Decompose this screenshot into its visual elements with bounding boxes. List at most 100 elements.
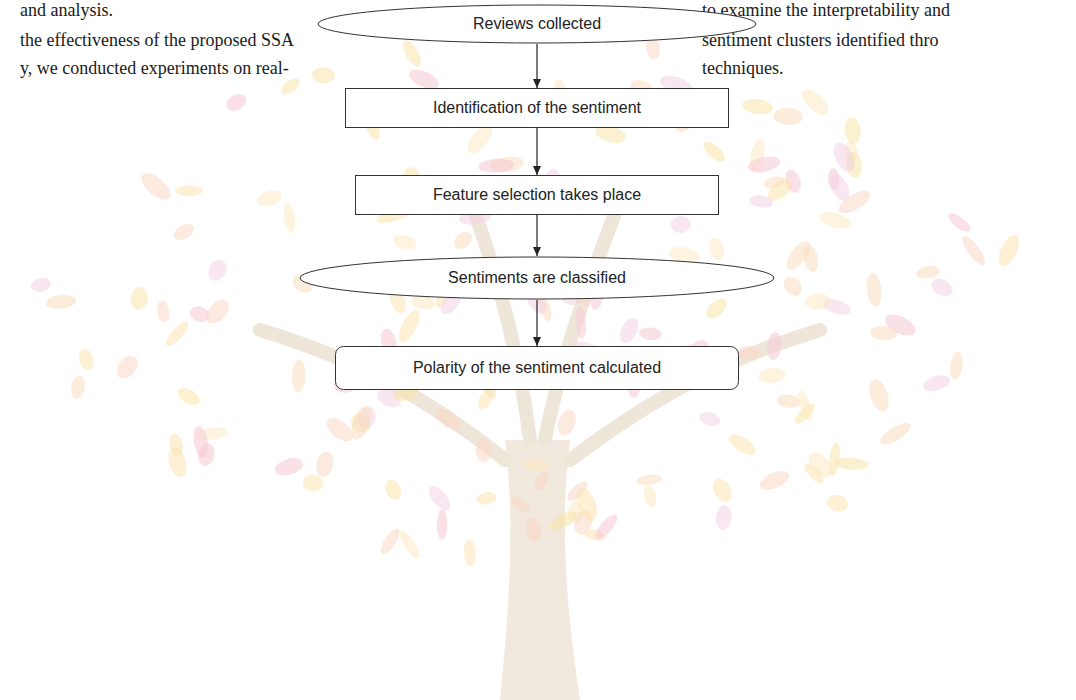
leaf-shape	[205, 257, 231, 285]
leaf-shape	[323, 413, 357, 445]
terminal-ellipse: Reviews collected	[317, 4, 757, 44]
leaf-shape	[155, 300, 171, 324]
leaf-shape	[45, 293, 77, 310]
leaf-shape	[509, 494, 533, 516]
leaf-shape	[475, 387, 496, 412]
leaf-shape	[223, 91, 249, 115]
leaf-shape	[432, 405, 463, 434]
leaf-shape	[825, 493, 849, 514]
leaf-shape	[130, 286, 149, 310]
leaf-shape	[77, 347, 96, 372]
leaf-shape	[554, 407, 579, 438]
leaf-shape	[273, 455, 306, 479]
node-text: Reviews collected	[473, 15, 601, 33]
flow-arrow	[536, 128, 537, 175]
leaf-shape	[671, 216, 691, 233]
leaf-shape	[817, 209, 853, 231]
leaf-shape	[738, 346, 761, 361]
leaf-shape	[255, 188, 284, 209]
leaf-shape	[636, 473, 662, 486]
leaf-shape	[282, 202, 297, 233]
leaf-shape	[532, 469, 551, 493]
leaf-shape	[843, 117, 862, 145]
leaf-shape	[175, 185, 203, 196]
node-text: Sentiments are classified	[448, 269, 626, 287]
tree-trunk	[500, 440, 580, 700]
leaf-shape	[801, 461, 826, 487]
leaf-shape	[870, 325, 898, 341]
leaf-shape	[399, 37, 425, 69]
leaf-shape	[574, 306, 587, 339]
leaf-shape	[573, 485, 602, 523]
leaf-shape	[396, 528, 422, 561]
leaf-shape	[395, 307, 424, 345]
leaf-shape	[700, 138, 728, 165]
leaf-shape	[709, 476, 735, 506]
body-text-fragment: the effectiveness of the proposed SSA	[20, 30, 294, 51]
leaf-shape	[922, 372, 952, 394]
leaf-shape	[865, 272, 883, 307]
leaf-shape	[703, 295, 731, 322]
leaf-shape	[929, 275, 956, 300]
leaf-shape	[948, 351, 964, 380]
body-text-fragment: y, we conducted experiments on real-	[20, 58, 289, 79]
leaf-shape	[112, 352, 142, 383]
terminal-ellipse: Sentiments are classified	[299, 256, 775, 300]
leaf-shape	[171, 221, 197, 244]
leaf-shape	[773, 107, 803, 126]
leaf-shape	[638, 327, 662, 341]
leaf-shape	[826, 171, 853, 203]
body-text-fragment: techniques.	[702, 58, 783, 79]
leaf-shape	[523, 517, 543, 544]
leaf-shape	[866, 377, 893, 414]
leaf-shape	[163, 319, 192, 349]
leaf-shape	[478, 158, 515, 174]
leaf-shape	[915, 264, 941, 280]
leaf-shape	[829, 139, 859, 175]
leaf-shape	[311, 67, 335, 85]
leaf-shape	[202, 296, 234, 328]
leaf-shape	[451, 228, 476, 252]
leaf-shape	[766, 331, 783, 360]
leaf-shape	[697, 410, 722, 429]
leaf-shape	[763, 175, 786, 191]
leaf-shape	[592, 511, 621, 542]
leaf-shape	[463, 539, 476, 567]
leaf-shape	[995, 232, 1024, 269]
leaf-shape	[757, 467, 792, 493]
leaf-shape	[69, 375, 86, 400]
leaf-shape	[748, 194, 774, 210]
leaf-shape	[715, 504, 733, 530]
leaf-shape	[795, 389, 815, 423]
leaf-shape	[797, 85, 832, 119]
leaf-shape	[476, 438, 492, 462]
leaf-shape	[175, 384, 203, 408]
leaf-shape	[377, 526, 403, 557]
leaf-shape	[196, 442, 217, 468]
leaf-shape	[314, 450, 336, 479]
leaf-shape	[437, 509, 448, 540]
leaf-shape	[425, 483, 454, 514]
leaf-shape	[476, 491, 498, 506]
process-box: Identification of the sentiment	[345, 88, 729, 128]
leaf-shape	[641, 484, 658, 508]
flow-arrow	[536, 215, 537, 256]
leaf-shape	[757, 366, 786, 385]
process-box: Feature selection takes place	[355, 175, 719, 215]
tree-branches	[260, 200, 820, 460]
tree-leaves	[30, 36, 1024, 566]
node-text: Feature selection takes place	[433, 186, 641, 204]
leaf-shape	[521, 457, 550, 472]
leaf-shape	[805, 293, 831, 311]
leaf-shape	[780, 273, 806, 300]
leaf-shape	[391, 232, 418, 252]
leaf-shape	[30, 276, 53, 294]
flow-arrow	[536, 44, 537, 88]
leaf-shape	[707, 236, 727, 262]
flow-arrow	[536, 300, 537, 346]
leaf-shape	[959, 233, 989, 268]
leaf-shape	[165, 445, 189, 479]
leaf-shape	[291, 359, 306, 393]
leaf-shape	[137, 168, 175, 204]
leaf-shape	[616, 315, 642, 346]
